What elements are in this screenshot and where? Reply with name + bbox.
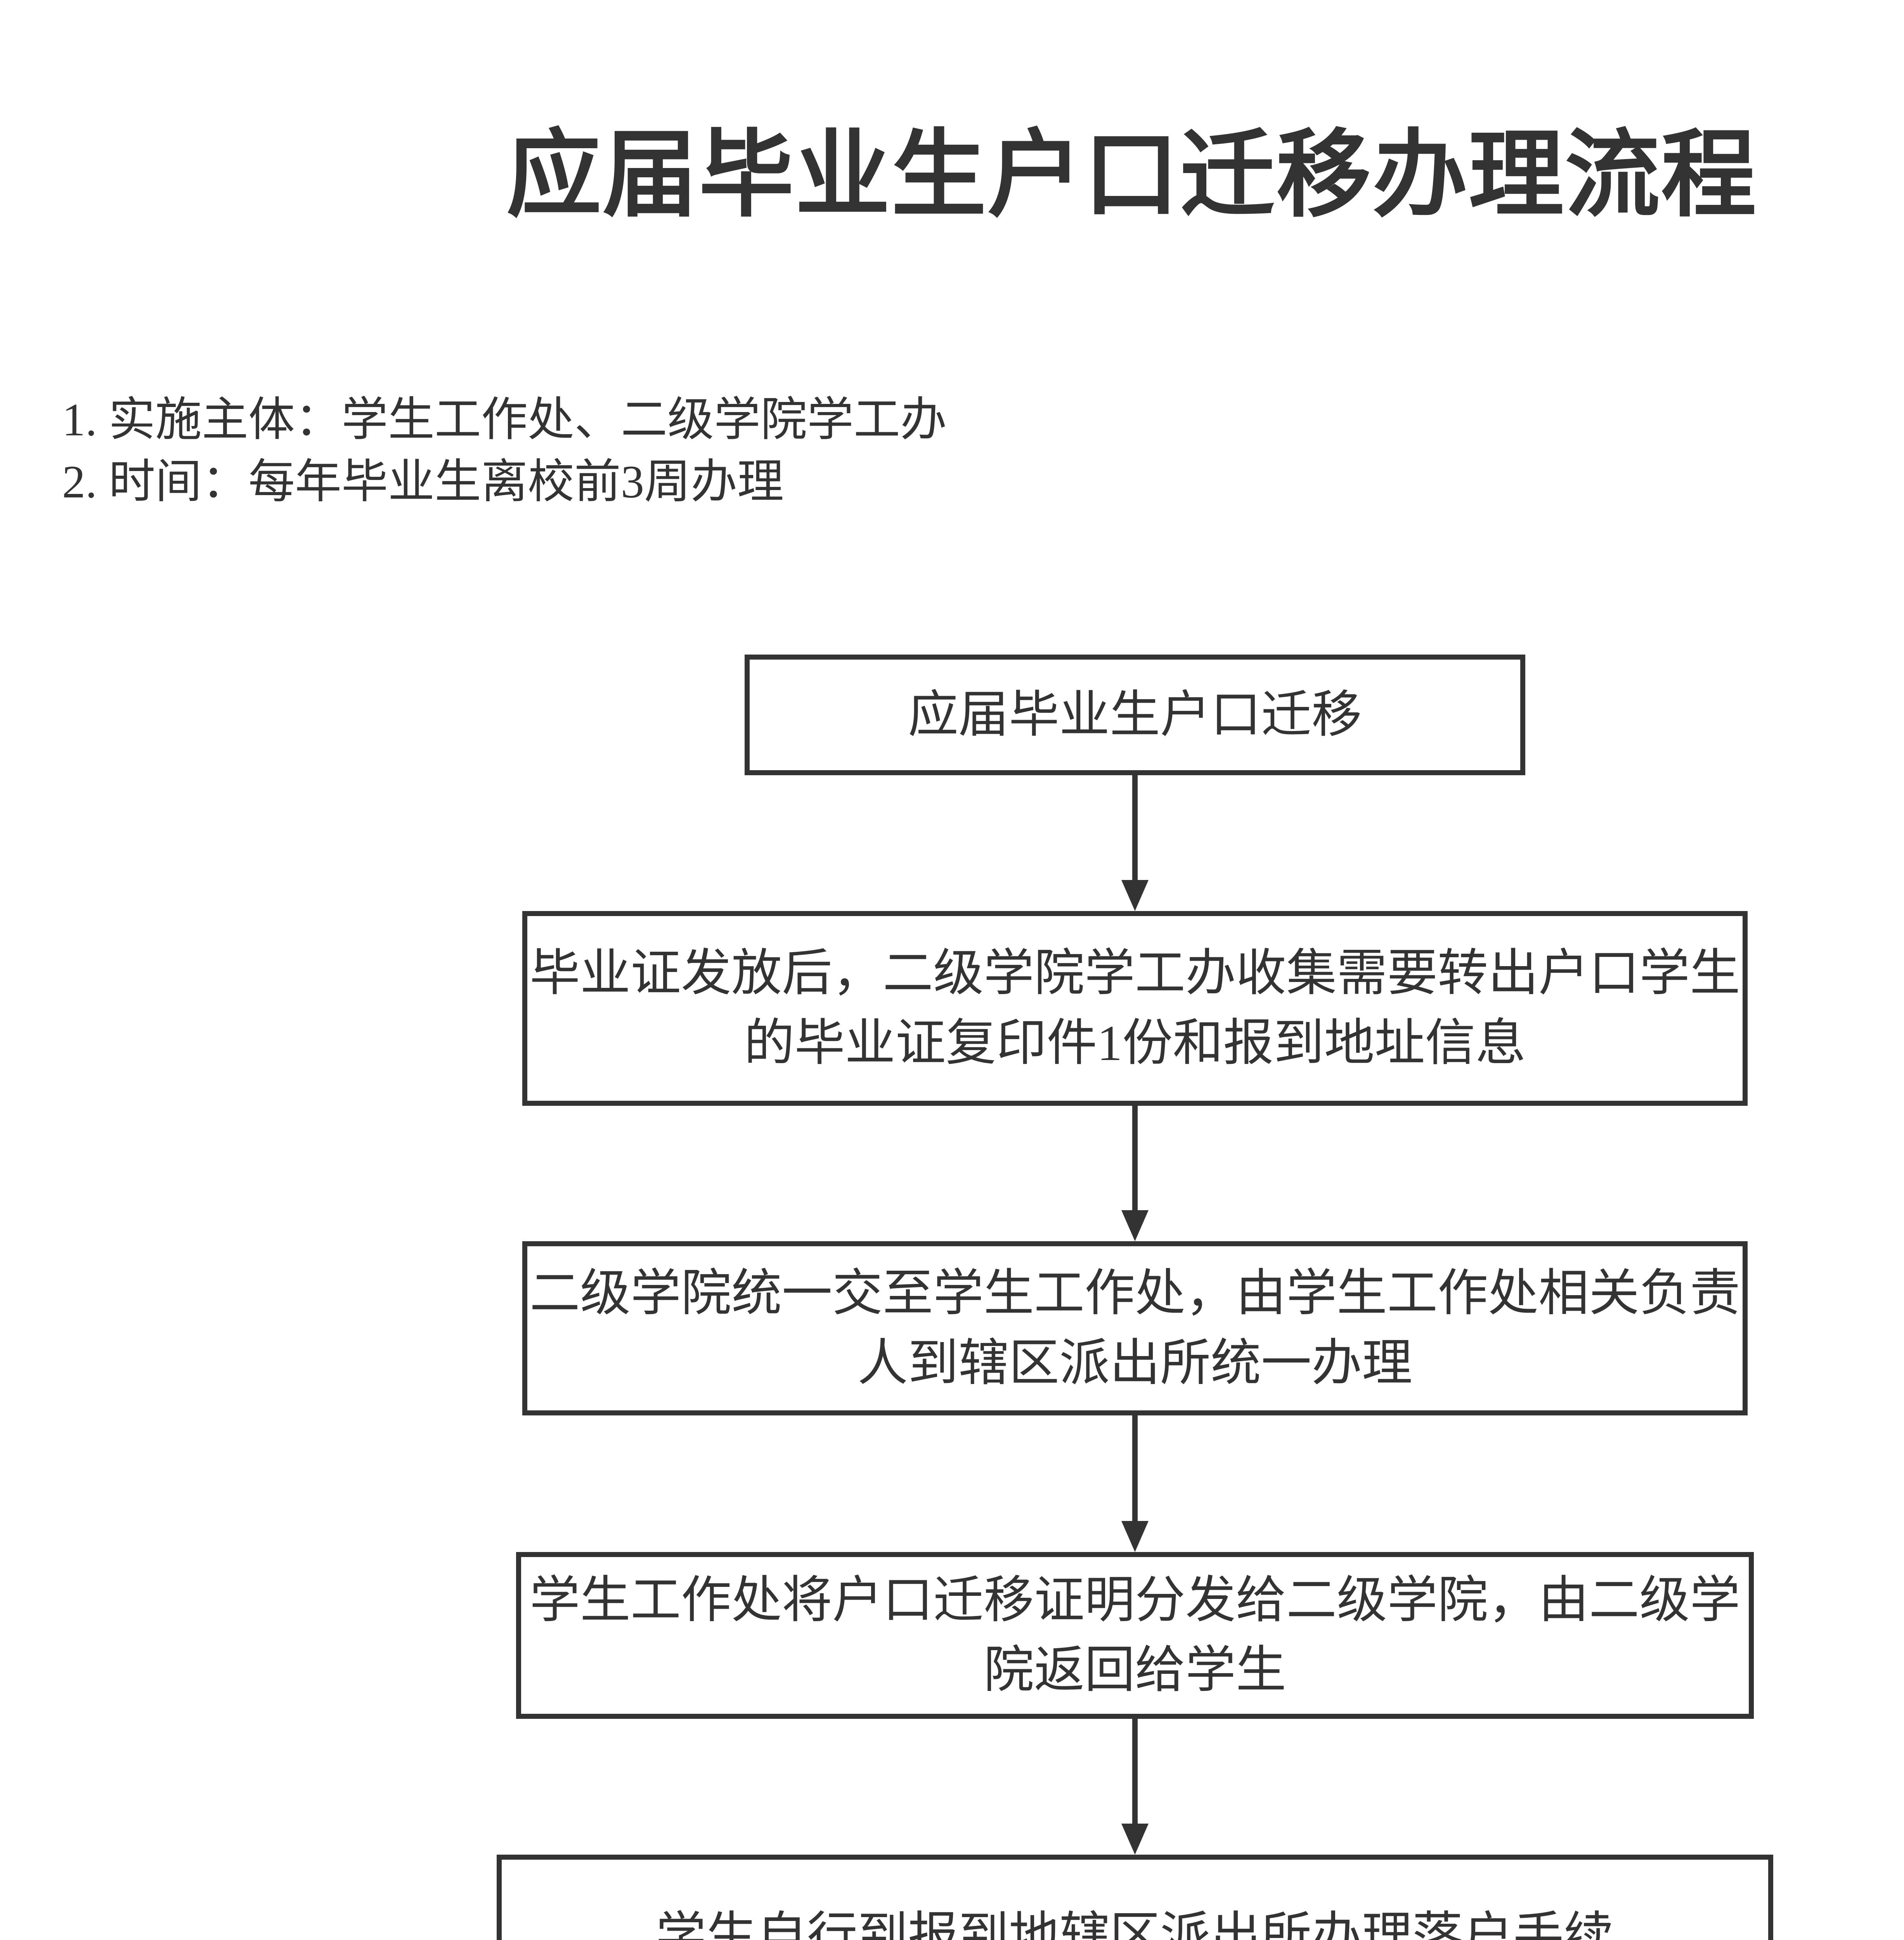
flow-node-label: 应届毕业生户口迁移 [908, 687, 1362, 743]
arrow-line [1132, 1106, 1138, 1210]
arrow-line [1132, 1415, 1138, 1521]
flow-arrow-4 [1121, 1719, 1149, 1855]
arrow-down-icon [1121, 1824, 1149, 1855]
arrow-down-icon [1121, 880, 1149, 911]
flow-node-label: 二级学院统一交至学生工作处，由学生工作处相关负责 人到辖区派出所统一办理 [529, 1265, 1740, 1391]
note-line-1: 1. 实施主体：学生工作处、二级学院学工办 [62, 394, 947, 445]
arrow-down-icon [1121, 1521, 1149, 1552]
arrow-down-icon [1121, 1210, 1149, 1241]
flow-arrow-3 [1121, 1415, 1149, 1552]
flow-node-label: 毕业证发放后，二级学院学工办收集需要转出户口学生 的毕业证复印件1份和报到地址信… [529, 946, 1740, 1071]
flow-arrow-1 [1121, 775, 1149, 911]
note-line-2: 2. 时间：每年毕业生离校前3周办理 [62, 456, 784, 508]
flow-node-submit: 二级学院统一交至学生工作处，由学生工作处相关负责 人到辖区派出所统一办理 [522, 1241, 1748, 1415]
flow-node-distribute: 学生工作处将户口迁移证明分发给二级学院，由二级学 院返回给学生 [516, 1552, 1754, 1719]
flow-node-start: 应届毕业生户口迁移 [745, 655, 1525, 775]
notes-block: 1. 实施主体：学生工作处、二级学院学工办 2. 时间：每年毕业生离校前3周办理 [62, 389, 947, 513]
flow-node-label: 学生工作处将户口迁移证明分发给二级学院，由二级学 院返回给学生 [529, 1573, 1740, 1698]
page-title: 应届毕业生户口迁移办理流程 [506, 121, 1757, 228]
flow-node-settle: 学生自行到报到地辖区派出所办理落户手续 [497, 1855, 1773, 1940]
flow-arrow-2 [1121, 1106, 1149, 1241]
flow-node-label: 学生自行到报到地辖区派出所办理落户手续 [655, 1908, 1614, 1940]
arrow-line [1132, 775, 1138, 880]
arrow-line [1132, 1719, 1138, 1824]
flow-node-collect: 毕业证发放后，二级学院学工办收集需要转出户口学生 的毕业证复印件1份和报到地址信… [522, 911, 1748, 1106]
